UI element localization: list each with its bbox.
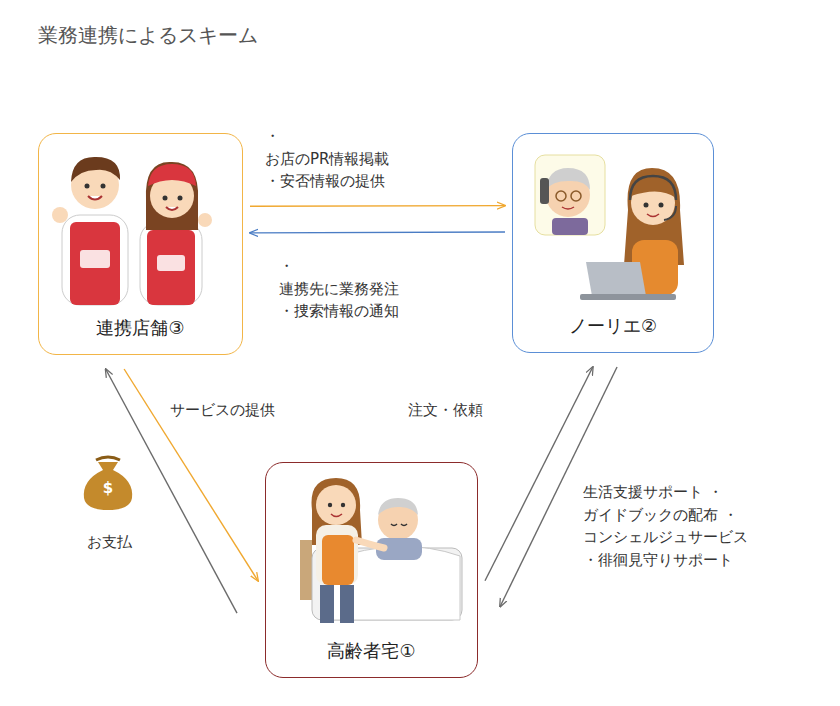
flow-label: 注文・依頼	[405, 398, 486, 423]
flow-arrow	[485, 367, 593, 581]
flow-arrow	[250, 205, 505, 207]
call-center-figure	[535, 155, 684, 300]
flow-label: お支払	[84, 530, 135, 555]
money-bag-icon	[84, 457, 132, 510]
diagram-title: 業務連携によるスキーム	[38, 22, 258, 49]
entity-name: 高齢者宅①	[317, 639, 425, 677]
currency-symbol: $	[103, 481, 113, 496]
flow-label: ・お店のPR情報掲載 ・安否情報の提供	[262, 124, 392, 194]
home-care-figure	[300, 478, 462, 623]
flow-label: 生活支援サポート ・ガイドブックの配布 ・コンシェルジュサービス ・徘徊見守りサ…	[580, 480, 751, 572]
entity-box: ノーリエ②	[512, 133, 714, 353]
entity-box: 連携店舗③	[38, 133, 243, 355]
flow-arrow	[250, 231, 505, 233]
entity-name: ノーリエ②	[559, 314, 667, 352]
shop-staff-figure	[52, 157, 212, 305]
entity-box: 高齢者宅①	[265, 462, 478, 678]
flow-label: サービスの提供	[167, 398, 278, 423]
flow-label: ・連携先に業務発注 ・捜索情報の通知	[276, 254, 402, 324]
entity-name: 連携店舗③	[86, 316, 194, 354]
